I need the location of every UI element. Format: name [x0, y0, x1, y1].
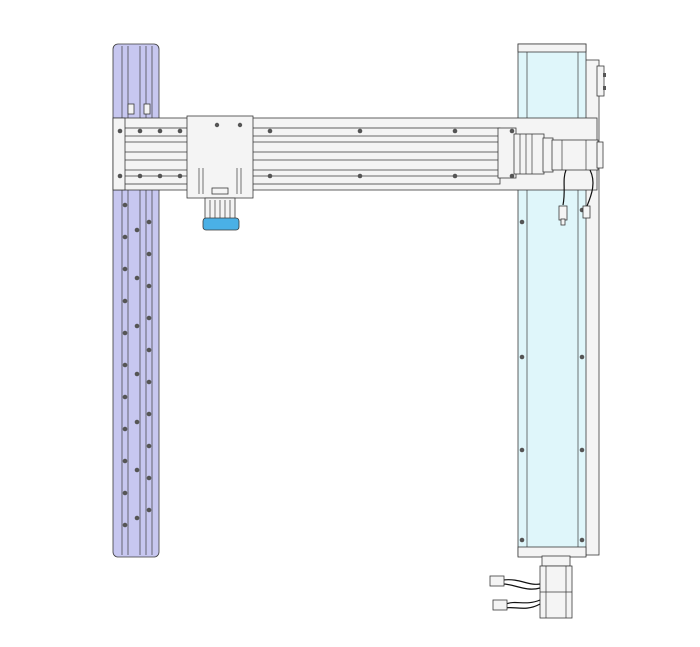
beam-bolt-row: [117, 128, 515, 179]
cable-lower-top: [502, 583, 541, 590]
cable-lower-top: [502, 579, 541, 585]
beam-bolt: [177, 173, 183, 179]
beam-bolt: [267, 128, 273, 134]
left-rail-bolt: [146, 443, 152, 449]
cable-lower-bottom: [505, 599, 541, 605]
right-module-bolt: [579, 447, 585, 453]
left-rail-bolt: [122, 490, 128, 496]
left-rail-bolt: [122, 298, 128, 304]
beam-right-end-block: [497, 127, 517, 179]
beam-bolt: [357, 173, 363, 179]
cable-upper-right: [586, 169, 594, 207]
left-rail-bolt: [146, 251, 152, 257]
tool-head-block: [202, 197, 240, 231]
carriage-plate: [186, 115, 254, 199]
right-module-side-bolt: [603, 73, 606, 77]
left-rail-bolt: [146, 475, 152, 481]
beam-servo-motor: [542, 137, 604, 173]
cable-connector: [492, 599, 508, 611]
cable-connector: [558, 205, 568, 221]
left-rail-bolt: [146, 219, 152, 225]
vertical-servo-motor: [539, 555, 573, 619]
left-rail-bolt: [122, 362, 128, 368]
cable-connector: [489, 575, 505, 587]
cable-connector-tip: [560, 218, 566, 226]
left-rail-bolt: [122, 266, 128, 272]
beam-motor-end-cap: [596, 141, 604, 169]
left-rail-bolt: [122, 394, 128, 400]
left-rail-bolt: [122, 522, 128, 528]
motor-cables: [558, 169, 594, 226]
right-module-top-cap: [517, 43, 587, 53]
left-rail-bolt: [146, 315, 152, 321]
right-module-bolt: [519, 537, 525, 543]
left-rail-bolt: [146, 379, 152, 385]
left-rail-bolt: [134, 515, 140, 521]
right-module-bottom-cap: [517, 546, 587, 558]
beam-bolt: [117, 128, 123, 134]
beam-bolt: [137, 173, 143, 179]
right-module-side-bracket: [596, 65, 605, 97]
right-module-side-bolt: [603, 86, 606, 90]
left-rail-bolt: [122, 330, 128, 336]
carriage-bolt: [214, 122, 220, 128]
left-rail-top-stop: [143, 103, 151, 115]
cable-upper-left: [562, 169, 567, 206]
beam-bolt: [117, 173, 123, 179]
left-rail-bolt: [122, 426, 128, 432]
carriage-bolt: [237, 122, 243, 128]
left-rail-bolt: [134, 467, 140, 473]
beam-bolt: [267, 173, 273, 179]
beam-bolt: [509, 128, 515, 134]
right-module-bolt: [579, 537, 585, 543]
left-rail-bolt: [134, 371, 140, 377]
beam-bolt: [509, 173, 515, 179]
beam-bolt: [452, 128, 458, 134]
beam-bolt: [177, 128, 183, 134]
left-rail-bolt: [134, 419, 140, 425]
left-rail-bolt: [122, 202, 128, 208]
left-rail-bolt: [134, 227, 140, 233]
right-module-bolt: [519, 447, 525, 453]
beam-bolt: [157, 173, 163, 179]
beam-coupler-housing: [513, 133, 545, 175]
left-rail-bolt: [146, 411, 152, 417]
right-module-bolt: [519, 219, 525, 225]
left-rail-bolt: [146, 347, 152, 353]
cable-lower-bottom: [505, 603, 541, 609]
motor-cables: [489, 575, 541, 611]
left-rail-top-stop: [127, 103, 135, 115]
left-rail-bolt: [122, 458, 128, 464]
left-rail-bolt: [134, 275, 140, 281]
cable-connector: [582, 205, 591, 219]
vertical-motor-flange: [541, 555, 571, 567]
carriage-plate-body: [186, 115, 254, 199]
carriage-clamp: [211, 187, 229, 195]
beam-bolt: [137, 128, 143, 134]
beam-bolt: [157, 128, 163, 134]
horizontal-beam-module: [112, 117, 598, 191]
tool-head-sensor: [202, 217, 240, 231]
left-rail-bolt: [134, 323, 140, 329]
right-module-bolt: [519, 354, 525, 360]
beam-bolt: [452, 173, 458, 179]
left-rail-bolt-column: [122, 202, 152, 528]
beam-bolt: [357, 128, 363, 134]
left-rail-bolt: [146, 507, 152, 513]
beam-left-end-block: [112, 117, 126, 191]
beam-motor-flange: [542, 137, 554, 173]
beam-motor-body: [551, 139, 599, 171]
right-module-bolt: [579, 354, 585, 360]
left-rail-bolt: [122, 234, 128, 240]
left-rail-bolt: [146, 283, 152, 289]
